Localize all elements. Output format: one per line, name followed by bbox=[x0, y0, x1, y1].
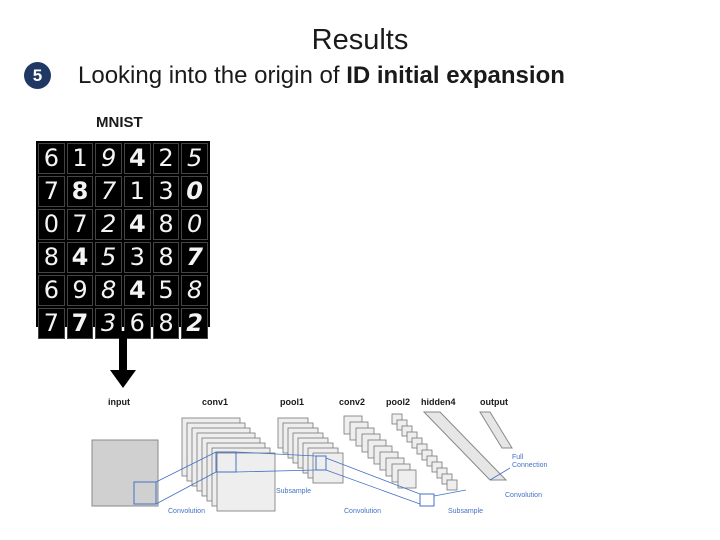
down-arrow-icon bbox=[110, 331, 136, 388]
mnist-digit-cell: 6 bbox=[123, 308, 151, 339]
mnist-digit-cell: 0 bbox=[38, 209, 65, 240]
connection-lines bbox=[155, 451, 511, 505]
layer-label-conv2: conv2 bbox=[339, 397, 365, 407]
mnist-digit-cell: 8 bbox=[66, 176, 94, 207]
conv1-feature-map bbox=[216, 452, 276, 512]
mnist-digit-cell: 8 bbox=[152, 242, 180, 273]
mnist-digit-cell: 9 bbox=[95, 143, 122, 174]
mnist-digit-cell: 2 bbox=[95, 209, 122, 240]
mnist-digit-cell: 5 bbox=[181, 143, 208, 174]
mnist-digit-cell: 3 bbox=[152, 176, 180, 207]
operation-convolution-1: Convolution bbox=[168, 508, 205, 515]
mnist-digit-cell: 0 bbox=[181, 209, 208, 240]
mnist-digit-cell: 2 bbox=[152, 143, 180, 174]
step-number-badge: 5 bbox=[24, 62, 51, 89]
subtitle-plain: Looking into the origin of bbox=[78, 62, 347, 89]
layer-label-input: input bbox=[108, 397, 130, 407]
layer-label-hidden4: hidden4 bbox=[421, 397, 456, 407]
mnist-digit-cell: 7 bbox=[38, 308, 65, 339]
conv1-feature-maps bbox=[181, 417, 276, 512]
mnist-digit-cell: 8 bbox=[152, 308, 180, 339]
pool2-feature-maps bbox=[391, 413, 458, 491]
operation-convolution-2: Convolution bbox=[344, 508, 381, 515]
conv2-feature-map bbox=[397, 469, 417, 489]
mnist-digit-cell: 7 bbox=[66, 308, 94, 339]
mnist-digit-cell: 2 bbox=[181, 308, 208, 339]
slide-subtitle: Looking into the origin of ID initial ex… bbox=[78, 62, 565, 90]
subtitle-bold: ID initial expansion bbox=[346, 62, 565, 89]
mnist-digit-cell: 4 bbox=[66, 242, 94, 273]
operation-full-connection-line2: Connection bbox=[512, 462, 548, 469]
mnist-digit-cell: 4 bbox=[123, 275, 151, 306]
mnist-digit-cell: 6 bbox=[38, 275, 65, 306]
operation-subsample-1: Subsample bbox=[276, 488, 311, 495]
mnist-digit-cell: 3 bbox=[95, 308, 122, 339]
operation-full-connection-line1: Full bbox=[512, 454, 524, 461]
mnist-digit-cell: 9 bbox=[66, 275, 94, 306]
pool1-feature-maps bbox=[277, 417, 344, 484]
mnist-label: MNIST bbox=[96, 114, 143, 131]
mnist-digit-cell: 5 bbox=[95, 242, 122, 273]
conv2-feature-maps bbox=[343, 415, 417, 489]
mnist-digit-cell: 5 bbox=[152, 275, 180, 306]
input-receptive-field bbox=[133, 481, 157, 505]
pool2-feature-map bbox=[446, 479, 458, 491]
layer-label-conv1: conv1 bbox=[202, 397, 228, 407]
mnist-digit-cell: 8 bbox=[95, 275, 122, 306]
conv2-receptive-field bbox=[419, 493, 435, 507]
layer-label-output: output bbox=[480, 397, 508, 407]
layer-label-pool1: pool1 bbox=[280, 397, 304, 407]
mnist-digit-cell: 4 bbox=[123, 209, 151, 240]
mnist-digit-cell: 7 bbox=[38, 176, 65, 207]
mnist-digit-cell: 7 bbox=[66, 209, 94, 240]
mnist-digit-cell: 6 bbox=[38, 143, 65, 174]
mnist-digit-cell: 7 bbox=[95, 176, 122, 207]
mnist-digit-cell: 1 bbox=[66, 143, 94, 174]
input-image-block bbox=[91, 439, 159, 507]
pool1-receptive-field bbox=[315, 455, 327, 471]
pool1-feature-map bbox=[312, 452, 344, 484]
mnist-digit-cell: 0 bbox=[181, 176, 208, 207]
mnist-digit-cell: 8 bbox=[181, 275, 208, 306]
operation-subsample-2: Subsample bbox=[448, 508, 483, 515]
mnist-digit-cell: 4 bbox=[123, 143, 151, 174]
mnist-digit-cell: 1 bbox=[123, 176, 151, 207]
mnist-digit-cell: 8 bbox=[38, 242, 65, 273]
layer-label-pool2: pool2 bbox=[386, 397, 410, 407]
mnist-digit-cell: 3 bbox=[123, 242, 151, 273]
operation-convolution-3: Convolution bbox=[505, 492, 542, 499]
output-layer bbox=[479, 411, 513, 449]
conv1-receptive-field bbox=[215, 451, 237, 473]
hidden4-layer bbox=[422, 411, 508, 481]
mnist-digit-cell: 8 bbox=[152, 209, 180, 240]
slide-title: Results bbox=[311, 24, 409, 56]
mnist-digit-cell: 7 bbox=[181, 242, 208, 273]
